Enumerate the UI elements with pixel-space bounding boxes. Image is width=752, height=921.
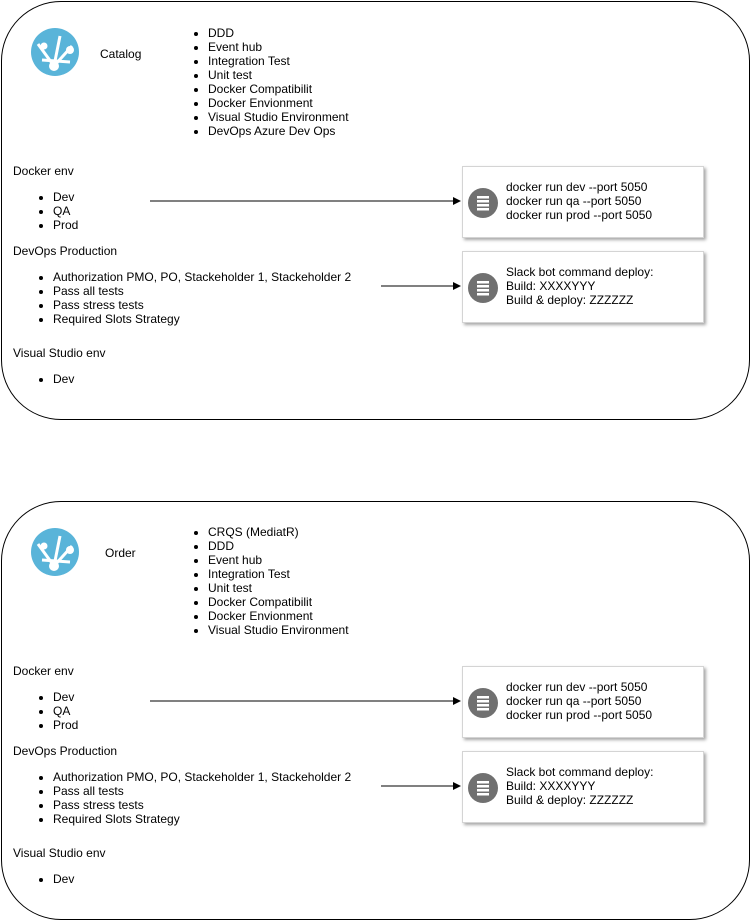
list-item: Dev bbox=[53, 690, 78, 704]
card-text: Slack bot command deploy: Build: XXXXYYY… bbox=[506, 265, 653, 307]
list-item: Docker Compatibilit bbox=[208, 595, 349, 609]
list-item: Pass stress tests bbox=[53, 798, 351, 812]
list-item: Unit test bbox=[208, 68, 349, 82]
list-item: Prod bbox=[53, 218, 78, 232]
card-line: Slack bot command deploy: bbox=[506, 765, 654, 779]
card-line: Build: XXXXYYY bbox=[506, 779, 596, 793]
card-text: docker run dev --port 5050 docker run qa… bbox=[506, 680, 652, 722]
list-item: Docker Envionment bbox=[208, 609, 349, 623]
list-item: Pass all tests bbox=[53, 284, 351, 298]
list-item: Event hub bbox=[208, 553, 349, 567]
card-line: docker run dev --port 5050 bbox=[506, 680, 648, 694]
feature-list: DDD Event hub Integration Test Unit test… bbox=[190, 26, 349, 138]
card-line: Slack bot command deploy: bbox=[506, 265, 654, 279]
slack-deploy-card: Slack bot command deploy: Build: XXXXYYY… bbox=[462, 251, 704, 323]
list-item: DevOps Azure Dev Ops bbox=[208, 124, 349, 138]
card-line: Build & deploy: ZZZZZZ bbox=[506, 793, 634, 807]
list-item: Event hub bbox=[208, 40, 349, 54]
catalog-panel: Catalog DDD Event hub Integration Test U… bbox=[1, 1, 750, 420]
devops-arrow bbox=[381, 782, 461, 790]
list-item: Prod bbox=[53, 718, 78, 732]
order-panel: Order CRQS (MediatR) DDD Event hub Integ… bbox=[1, 501, 750, 920]
list-item: CRQS (MediatR) bbox=[208, 525, 349, 539]
server-icon bbox=[468, 773, 498, 803]
list-item: Unit test bbox=[208, 581, 349, 595]
card-line: docker run prod --port 5050 bbox=[506, 708, 653, 722]
card-line: docker run qa --port 5050 bbox=[506, 694, 642, 708]
list-item: Authorization PMO, PO, Stackeholder 1, S… bbox=[53, 770, 351, 784]
server-icon bbox=[468, 188, 498, 218]
docker-commands-card: docker run dev --port 5050 docker run qa… bbox=[462, 666, 704, 738]
feature-list: CRQS (MediatR) DDD Event hub Integration… bbox=[190, 525, 349, 637]
vs-env-label: Visual Studio env bbox=[13, 846, 106, 860]
devops-label: DevOps Production bbox=[13, 744, 118, 758]
docker-arrow bbox=[150, 197, 461, 205]
list-item: Integration Test bbox=[208, 54, 349, 68]
devops-list: Authorization PMO, PO, Stackeholder 1, S… bbox=[35, 770, 351, 826]
service-title: Order bbox=[105, 546, 136, 560]
card-line: docker run dev --port 5050 bbox=[506, 180, 648, 194]
service-title: Catalog bbox=[100, 47, 142, 61]
card-text: docker run dev --port 5050 docker run qa… bbox=[506, 180, 652, 222]
card-line: docker run qa --port 5050 bbox=[506, 194, 642, 208]
list-item: Dev bbox=[53, 372, 74, 386]
list-item: Dev bbox=[53, 872, 74, 886]
list-item: QA bbox=[53, 704, 78, 718]
docker-commands-card: docker run dev --port 5050 docker run qa… bbox=[462, 166, 704, 238]
devops-arrow bbox=[381, 282, 461, 290]
card-line: Build & deploy: ZZZZZZ bbox=[506, 293, 634, 307]
list-item: Visual Studio Environment bbox=[208, 110, 349, 124]
azure-service-icon bbox=[31, 528, 79, 576]
server-icon bbox=[468, 688, 498, 718]
server-icon bbox=[468, 273, 498, 303]
card-line: docker run prod --port 5050 bbox=[506, 208, 653, 222]
list-item: DDD bbox=[208, 539, 349, 553]
docker-env-list: Dev QA Prod bbox=[35, 190, 78, 232]
list-item: Authorization PMO, PO, Stackeholder 1, S… bbox=[53, 270, 351, 284]
docker-arrow bbox=[150, 697, 461, 705]
docker-env-label: Docker env bbox=[13, 664, 74, 678]
list-item: Visual Studio Environment bbox=[208, 623, 349, 637]
list-item: Docker Compatibilit bbox=[208, 82, 349, 96]
list-item: Docker Envionment bbox=[208, 96, 349, 110]
list-item: Required Slots Strategy bbox=[53, 812, 351, 826]
list-item: Dev bbox=[53, 190, 78, 204]
docker-env-list: Dev QA Prod bbox=[35, 690, 78, 732]
list-item: Pass stress tests bbox=[53, 298, 351, 312]
azure-service-icon bbox=[31, 28, 79, 76]
docker-env-label: Docker env bbox=[13, 164, 74, 178]
card-text: Slack bot command deploy: Build: XXXXYYY… bbox=[506, 765, 653, 807]
vs-env-list: Dev bbox=[35, 372, 74, 386]
vs-env-list: Dev bbox=[35, 872, 74, 886]
list-item: Required Slots Strategy bbox=[53, 312, 351, 326]
list-item: Pass all tests bbox=[53, 784, 351, 798]
list-item: Integration Test bbox=[208, 567, 349, 581]
devops-list: Authorization PMO, PO, Stackeholder 1, S… bbox=[35, 270, 351, 326]
list-item: QA bbox=[53, 204, 78, 218]
list-item: DDD bbox=[208, 26, 349, 40]
card-line: Build: XXXXYYY bbox=[506, 279, 596, 293]
slack-deploy-card: Slack bot command deploy: Build: XXXXYYY… bbox=[462, 751, 704, 823]
vs-env-label: Visual Studio env bbox=[13, 346, 106, 360]
devops-label: DevOps Production bbox=[13, 244, 118, 258]
